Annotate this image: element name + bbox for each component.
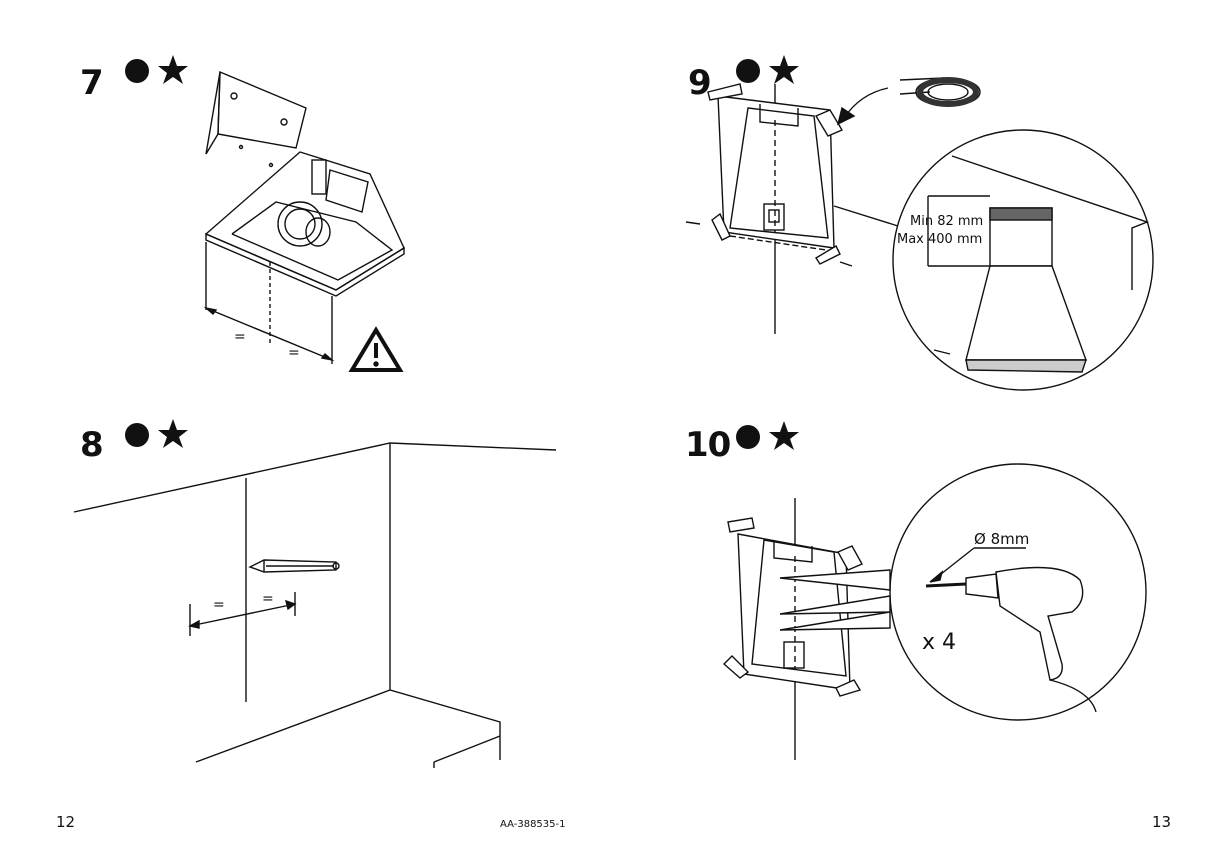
step-7-equals-right: = — [288, 345, 300, 361]
tape-roll-icon — [899, 77, 981, 107]
step-7-equals-left: = — [234, 329, 246, 345]
step-9-star-icon — [769, 55, 799, 84]
step-10-drill-size: Ø 8mm — [974, 530, 1030, 548]
step-7-hood-illustration — [203, 70, 405, 364]
step-8-wall-illustration — [73, 442, 557, 768]
document-code: AA-388535-1 — [500, 819, 566, 830]
step-10-circle-icon — [736, 425, 760, 449]
warning-triangle-icon — [348, 326, 404, 372]
step-10-star-icon — [769, 421, 799, 450]
step-8-equals-right: = — [262, 591, 274, 607]
step-10-bracket-illustration — [722, 498, 891, 760]
step-8-star-icon — [158, 419, 188, 448]
step-8-number: 8 — [80, 425, 104, 465]
drill-icon — [889, 463, 1147, 721]
step-7-circle-icon — [125, 59, 149, 83]
right-page-number: 13 — [1152, 813, 1172, 831]
pencil-icon — [248, 559, 340, 573]
left-page-number: 12 — [56, 813, 76, 831]
step-9-number: 9 — [688, 63, 712, 103]
step-9-circle-icon — [736, 59, 760, 83]
step-8-equals-left: = — [213, 597, 225, 613]
step-9-min-label: Min 82 mm — [910, 214, 984, 229]
step-10-number: 10 — [685, 425, 731, 465]
step-9-max-label: Max 400 mm — [897, 232, 983, 247]
step-7-number: 7 — [80, 63, 104, 103]
step-7-star-icon — [158, 55, 188, 84]
step-9-zoom-circle — [833, 129, 1154, 391]
step-10-quantity: x 4 — [922, 630, 957, 655]
step-9-bracket-illustration — [685, 83, 889, 334]
step-8-circle-icon — [125, 423, 149, 447]
